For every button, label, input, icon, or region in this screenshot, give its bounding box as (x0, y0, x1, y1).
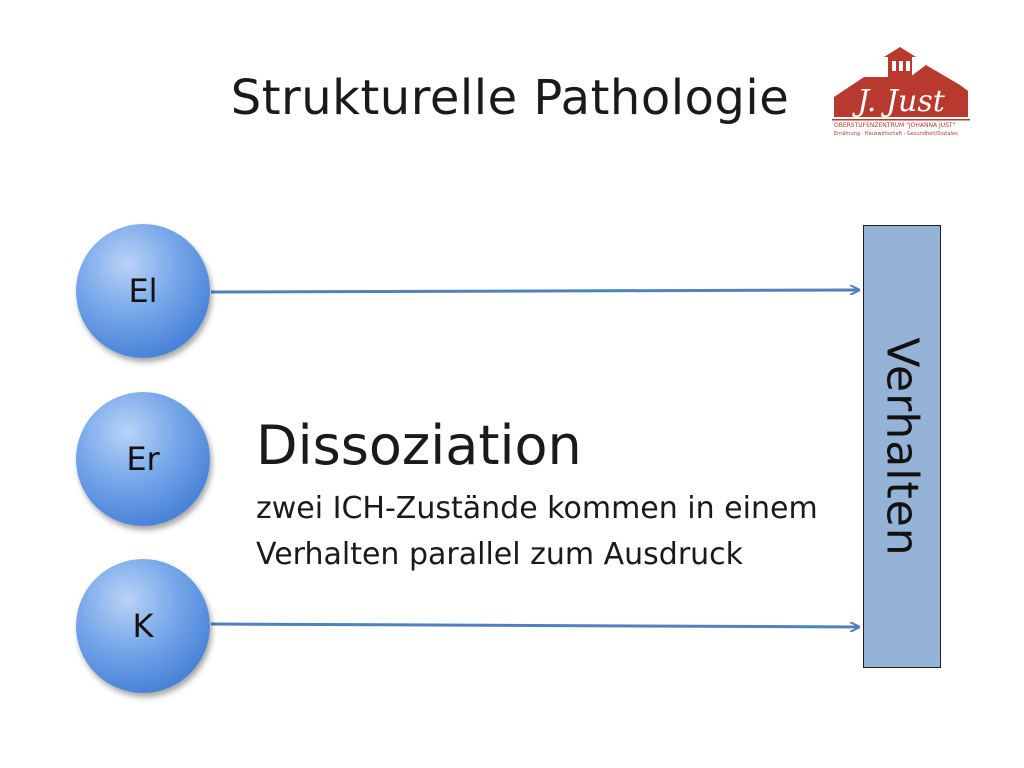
logo-script-text: J. Just (851, 84, 946, 119)
state-circle-er: Er (76, 392, 210, 526)
state-circle-k: K (76, 559, 210, 693)
arrow-el-to-verhalten (210, 290, 858, 292)
slide-title: Strukturelle Pathologie (0, 68, 1024, 128)
state-circle-el: El (76, 224, 210, 358)
slide-title-text: Strukturelle Pathologie (230, 70, 790, 126)
dissoziation-line-2: Verhalten parallel zum Ausdruck (256, 537, 744, 572)
dissoziation-description: zwei ICH-Zustände kommen in einem Verhal… (256, 486, 856, 578)
logo-caption: OBERSTUFENZENTRUM "JOHANNA JUST" (834, 122, 956, 129)
dissoziation-line-1: zwei ICH-Zustände kommen in einem (256, 491, 818, 526)
state-label-k: K (132, 607, 154, 645)
verhalten-box: Verhalten (863, 225, 941, 668)
state-label-el: El (128, 272, 158, 310)
logo-subcaption: Ernährung · Hauswirtschaft · Gesundheit/… (834, 131, 958, 137)
state-label-er: Er (126, 440, 160, 478)
school-logo: J. Just OBERSTUFENZENTRUM "JOHANNA JUST"… (832, 47, 970, 137)
arrow-k-to-verhalten (210, 624, 858, 627)
verhalten-label: Verhalten (876, 336, 928, 557)
dissoziation-title: Dissoziation (256, 414, 582, 477)
